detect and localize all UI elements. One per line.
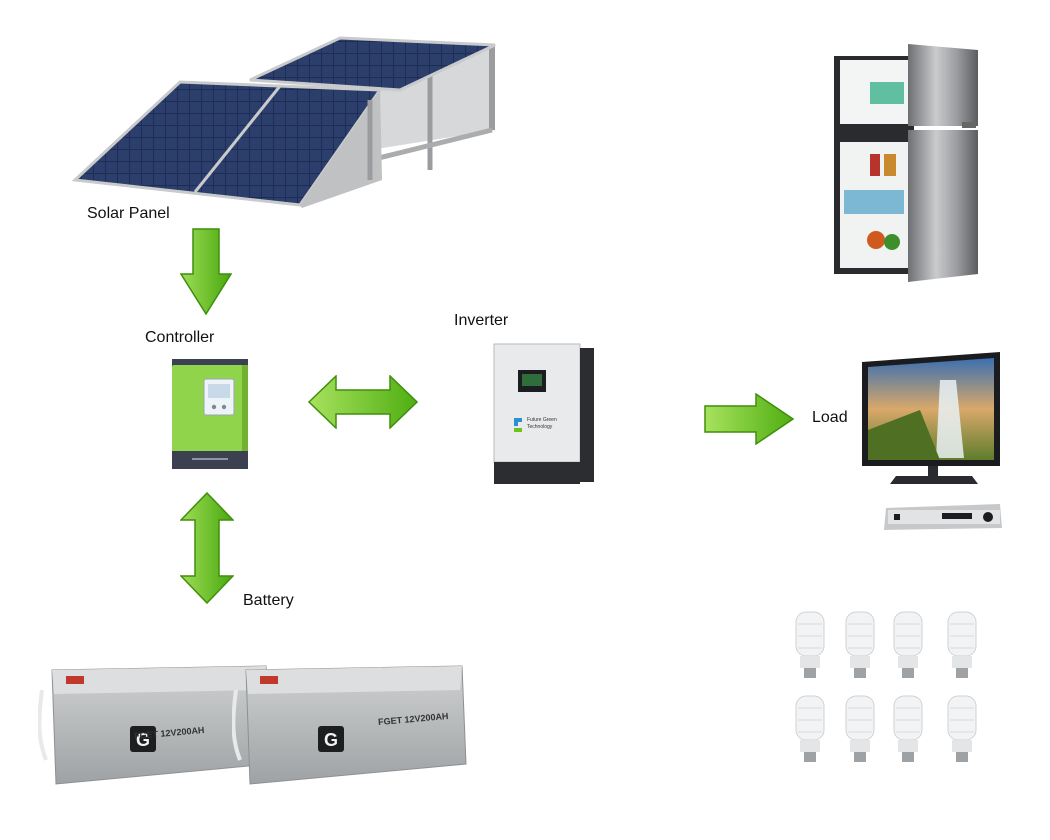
light-bulb-icon bbox=[893, 695, 923, 762]
arrow-down-panel-to-controller bbox=[180, 228, 232, 316]
light-bulb-icon bbox=[947, 695, 977, 762]
arrow-bidirectional-controller-inverter bbox=[308, 375, 418, 429]
battery-icon: G bbox=[38, 660, 276, 792]
light-bulb-icon bbox=[795, 695, 825, 762]
refrigerator-icon bbox=[830, 42, 982, 286]
television-icon bbox=[860, 350, 1006, 490]
inverter-brand-line2: Technology bbox=[527, 424, 553, 430]
arrow-bidirectional-controller-battery bbox=[180, 492, 234, 604]
controller-label: Controller bbox=[145, 329, 215, 346]
arrow-right-inverter-to-load bbox=[704, 393, 794, 445]
svg-text:G: G bbox=[136, 730, 150, 750]
inverter-brand-line1: Future Green bbox=[527, 417, 557, 423]
dvd-player-icon bbox=[882, 500, 1004, 534]
svg-text:G: G bbox=[324, 730, 338, 750]
solar-panel-icon bbox=[70, 30, 502, 210]
light-bulb-icon bbox=[893, 611, 923, 678]
battery-label: Battery bbox=[243, 592, 294, 609]
inverter-icon bbox=[492, 340, 596, 486]
light-bulbs-group bbox=[782, 608, 986, 768]
charge-controller-icon bbox=[168, 357, 250, 473]
light-bulb-icon bbox=[947, 611, 977, 678]
load-label: Load bbox=[812, 409, 848, 426]
solar-panel-label: Solar Panel bbox=[87, 205, 170, 222]
light-bulb-icon bbox=[845, 611, 875, 678]
light-bulb-icon bbox=[845, 695, 875, 762]
light-bulb-icon bbox=[795, 611, 825, 678]
battery-icon: G bbox=[232, 660, 472, 792]
inverter-label: Inverter bbox=[454, 312, 509, 329]
